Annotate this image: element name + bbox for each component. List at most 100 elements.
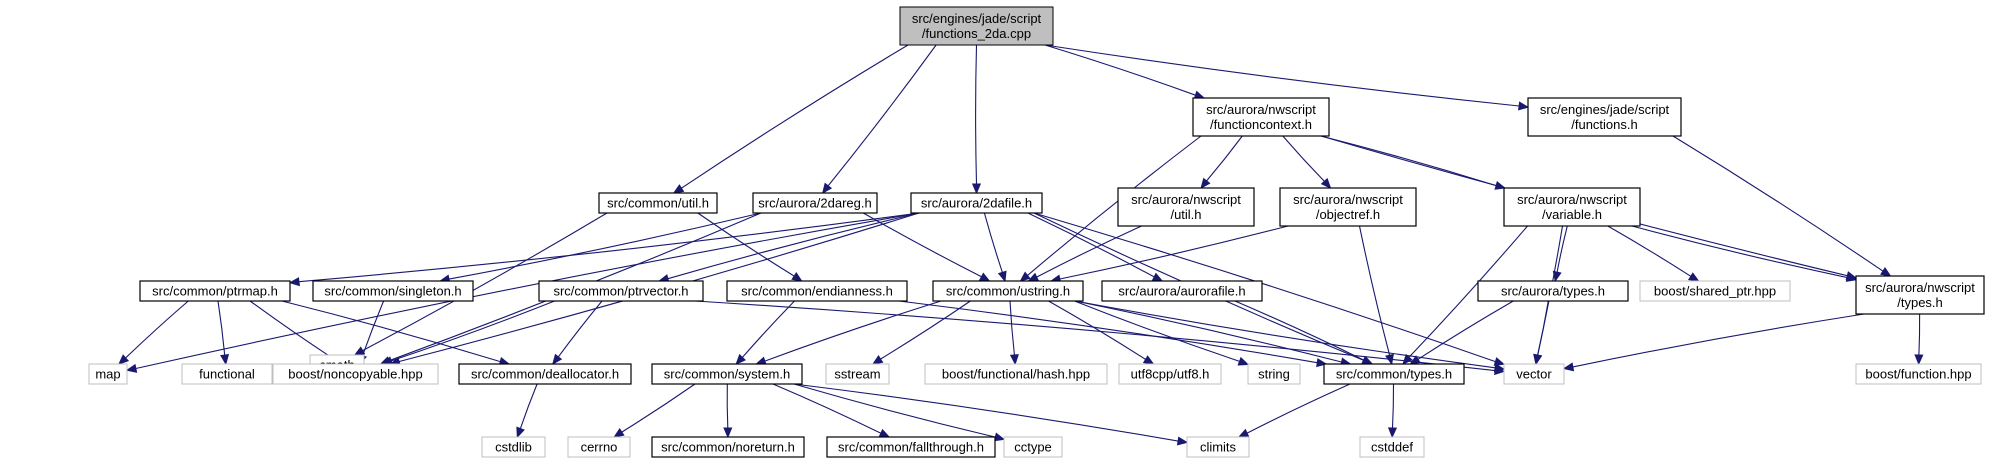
edge-line [281,300,501,363]
edge-functions_2da-to-util_h [672,44,909,194]
node-box [899,6,1054,46]
node-label: /functions_2da.cpp [922,26,1031,41]
edge-line [125,300,189,359]
node-functions_2da[interactable]: src/engines/jade/script/functions_2da.cp… [899,6,1054,46]
node-label: boost/noncopyable.hpp [288,367,422,382]
node-nws_types[interactable]: src/aurora/nwscript/types.h [1855,275,1985,315]
node-aurora_types[interactable]: src/aurora/types.h [1477,280,1629,302]
edge-line [1074,300,1240,362]
arrowhead [1320,177,1332,189]
node-box [1855,363,1982,385]
node-label: src/aurora/nwscript [1517,192,1627,207]
arrowhead [878,428,891,438]
node-box [1503,187,1641,227]
edge-ustring-to-utf8 [1048,300,1155,365]
node-label: /functions.h [1571,117,1638,132]
edge-system-to-noreturn [723,383,733,439]
edge-line [1556,225,1568,273]
edge-2dafile-to-ptrvector [657,212,920,284]
arrowhead [1552,270,1562,283]
node-noreturn[interactable]: src/common/noreturn.h [651,436,805,458]
node-box [1118,363,1222,385]
edge-line [1027,135,1202,276]
edge-util_h-to-endianness [697,212,803,282]
node-shared_ptr: boost/shared_ptr.hpp [1639,280,1791,302]
node-label: src/common/ptrmap.h [152,284,278,299]
arrowhead [118,354,130,365]
edge-line [1631,225,1848,279]
node-cstdlib: cstdlib [481,436,546,458]
node-fallthrough[interactable]: src/common/fallthrough.h [826,436,996,458]
edge-system-to-cerrno [613,383,696,438]
node-2dareg[interactable]: src/aurora/2dareg.h [752,192,878,214]
node-box [567,436,631,458]
node-functioncontext[interactable]: src/aurora/nwscript/functioncontext.h [1192,97,1330,137]
node-label: src/aurora/types.h [1501,284,1605,299]
arrowhead [220,354,230,366]
node-label: src/common/system.h [664,367,790,382]
edge-system-to-climits [793,383,1189,446]
node-label: src/aurora/nwscript [1293,192,1403,207]
edge-functions_2da-to-2dareg [821,44,937,195]
node-box [598,192,718,214]
node-box [910,192,1043,214]
node-label: src/common/deallocator.h [471,367,619,382]
node-ptrmap[interactable]: src/common/ptrmap.h [139,280,291,302]
node-box [139,280,291,302]
node-util_h[interactable]: src/common/util.h [598,192,718,214]
node-box [1279,187,1417,227]
node-box [1192,97,1330,137]
node-system[interactable]: src/common/system.h [651,363,803,385]
edge-deallocator-to-cstdlib [516,383,538,439]
node-box [1359,436,1425,458]
node-ptrvector[interactable]: src/common/ptrvector.h [538,280,704,302]
arrowhead [613,427,625,438]
arrowhead [971,183,982,195]
edge-objectref-to-common_types [1358,225,1394,366]
node-deallocator[interactable]: src/common/deallocator.h [458,363,632,385]
edge-line [1246,383,1351,434]
edge-2dafile-to-vector [1033,212,1506,366]
node-box [1527,97,1682,137]
node-aurorafile[interactable]: src/aurora/aurorafile.h [1101,280,1263,302]
node-label: /functioncontext.h [1210,117,1312,132]
arrowhead [1402,353,1413,365]
node-singleton[interactable]: src/common/singleton.h [312,280,474,302]
node-endianness[interactable]: src/common/endianness.h [726,280,908,302]
node-ustring[interactable]: src/common/ustring.h [932,280,1084,302]
arrowhead [1019,271,1031,282]
edge-system-to-fallthrough [772,383,891,438]
node-objectref[interactable]: src/aurora/nwscript/objectref.h [1279,187,1417,227]
node-jade_functions[interactable]: src/engines/jade/script/functions.h [1527,97,1682,137]
node-2dafile[interactable]: src/aurora/2dafile.h [910,192,1043,214]
edge-ustring-to-vector [1074,300,1506,373]
node-label: src/aurora/nwscript [1131,192,1241,207]
edge-common_types-to-climits [1237,383,1351,438]
edge-line [1027,212,1155,278]
nodes-layer: src/engines/jade/script/functions_2da.cp… [88,6,1985,458]
edge-variable-to-nws_types [1631,225,1858,282]
edge-line [1537,300,1549,356]
edge-line [557,300,603,358]
node-label: src/common/singleton.h [324,284,461,299]
node-variable[interactable]: src/aurora/nwscript/variable.h [1503,187,1641,227]
arrowhead [821,182,833,195]
node-box [88,363,128,385]
edge-ustring-to-sstream [871,300,971,365]
arrowhead [1493,363,1506,373]
node-box [312,280,474,302]
arrowhead [871,354,884,365]
node-label: /util.h [1170,207,1201,222]
edge-aurora_types-to-vector [1533,300,1549,366]
arrowhead [1237,356,1250,366]
node-box [1855,275,1985,315]
node-nws_util[interactable]: src/aurora/nwscript/util.h [1117,187,1255,227]
node-common_types[interactable]: src/common/types.h [1323,363,1465,385]
node-label: string [1258,367,1290,382]
node-label: map [95,367,120,382]
arrowhead [1237,428,1250,438]
node-label: src/common/util.h [607,196,709,211]
node-noncopyable: boost/noncopyable.hpp [272,363,439,385]
arrowhead [791,271,803,282]
